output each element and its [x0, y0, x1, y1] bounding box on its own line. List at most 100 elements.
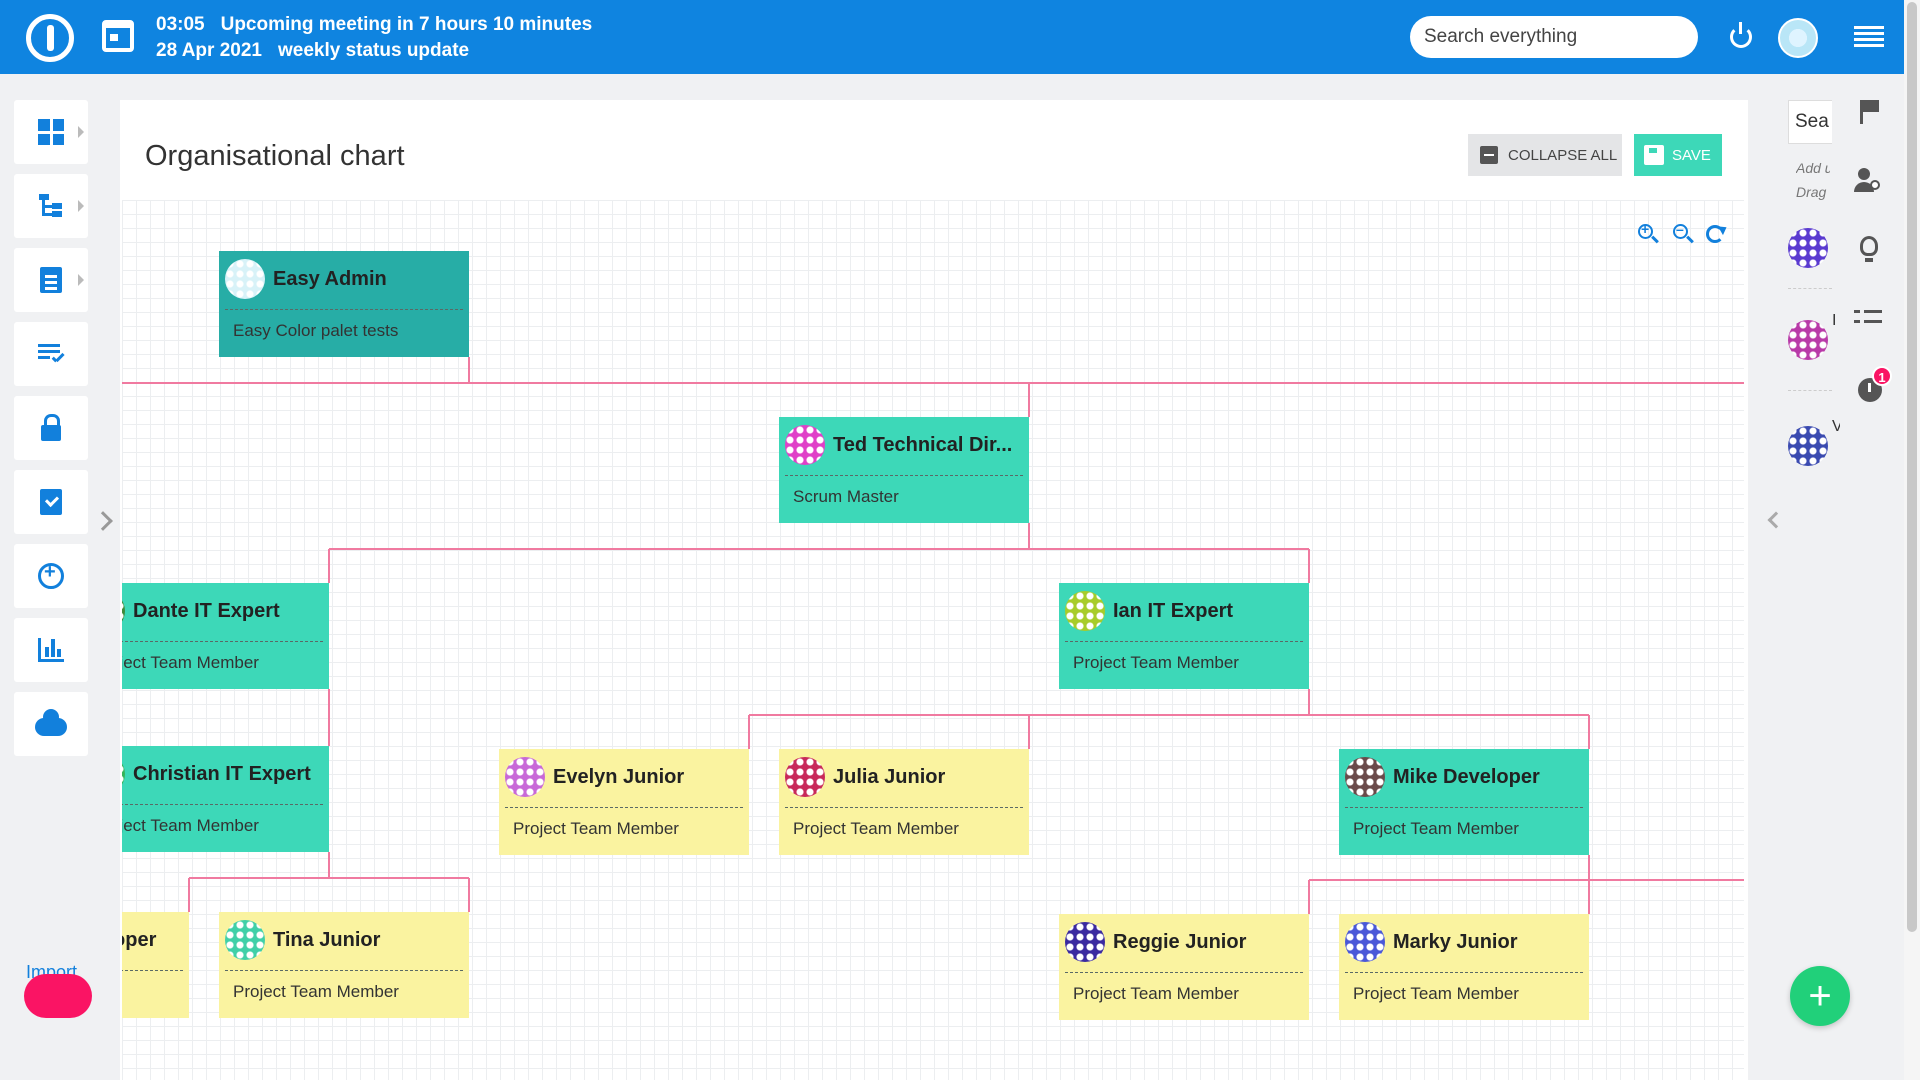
sidebar-item-reports[interactable] — [14, 618, 88, 682]
sidebar-item-reminders[interactable] — [14, 544, 88, 608]
collapse-all-label: COLLAPSE ALL — [1508, 146, 1618, 164]
add-fab-button[interactable]: + — [1790, 966, 1850, 1026]
user-name-snippet: V — [1832, 418, 1840, 435]
submenu-caret-icon — [78, 126, 84, 138]
org-node-ted[interactable]: Ted Technical Dir... Scrum Master — [779, 417, 1029, 523]
org-node-divider — [122, 804, 323, 805]
power-icon[interactable] — [1730, 22, 1752, 48]
current-date: 28 Apr 2021 — [156, 40, 262, 61]
page-title: Organisational chart — [145, 140, 405, 172]
refresh-icon[interactable] — [1706, 225, 1724, 243]
checklist-icon[interactable] — [1854, 306, 1884, 336]
user-search-field[interactable]: Sea — [1788, 100, 1832, 144]
cloud-icon — [35, 709, 67, 736]
org-node-name: Easy Admin — [273, 268, 387, 290]
calendar-icon[interactable] — [102, 20, 134, 52]
tree-structure-icon — [39, 194, 63, 218]
user-hint-line-1: Add u — [1796, 160, 1830, 176]
user-hint-line-2: Drag — [1796, 184, 1827, 200]
user-avatar[interactable] — [1788, 426, 1828, 466]
org-node-divider — [1065, 641, 1303, 642]
org-node-name: Christian IT Expert — [133, 763, 311, 785]
current-time: 03:05 — [156, 14, 205, 35]
save-button[interactable]: SAVE — [1634, 134, 1722, 176]
lightbulb-icon[interactable] — [1854, 236, 1884, 266]
submenu-caret-icon — [78, 200, 84, 212]
zoom-in-icon[interactable]: + — [1638, 221, 1660, 246]
divider — [1788, 288, 1832, 289]
sidebar-expand-chevron-icon[interactable] — [93, 511, 113, 531]
sidebar-item-dashboard[interactable] — [14, 100, 88, 164]
user-avatar[interactable] — [1788, 228, 1828, 268]
page-scrollbar-thumb[interactable] — [1907, 2, 1917, 932]
org-node-name: Mike Developer — [1393, 766, 1540, 788]
hamburger-menu-icon[interactable] — [1854, 26, 1884, 48]
pink-action-button[interactable] — [24, 974, 92, 1018]
sidebar-item-tasks[interactable] — [14, 322, 88, 386]
save-label: SAVE — [1672, 146, 1711, 164]
org-node-role: Project Team Member — [1353, 819, 1519, 838]
sidebar-item-cloud[interactable] — [14, 692, 88, 756]
lock-icon — [41, 414, 61, 441]
org-node-role: Project Team Member — [1073, 653, 1239, 672]
org-node-role: Project Team Member — [1073, 984, 1239, 1003]
user-search-icon[interactable] — [1854, 168, 1884, 198]
user-avatar[interactable] — [1788, 320, 1828, 360]
org-node-name: Ian IT Expert — [1113, 600, 1234, 622]
org-node-name: Evelyn Junior — [553, 766, 685, 788]
right-panel-collapse-chevron-icon[interactable] — [1767, 511, 1785, 529]
org-node-name: Danny Developer — [122, 929, 157, 951]
org-node-name: Dante IT Expert — [133, 600, 280, 622]
org-node-name: Tina Junior — [273, 929, 381, 951]
sidebar-item-checklists[interactable] — [14, 470, 88, 534]
org-node-divider — [225, 309, 463, 310]
bar-chart-icon — [38, 638, 64, 662]
user-name-snippet: I — [1832, 312, 1837, 329]
user-avatar — [1065, 922, 1105, 962]
flag-icon[interactable] — [1854, 98, 1884, 128]
sidebar-item-projects[interactable] — [14, 248, 88, 312]
user-avatar — [122, 754, 125, 794]
user-avatar — [1065, 591, 1105, 631]
sidebar-item-security[interactable] — [14, 396, 88, 460]
org-node-name: Julia Junior — [833, 766, 946, 788]
sidebar-item-structure[interactable] — [14, 174, 88, 238]
power-logo-icon[interactable] — [26, 14, 74, 62]
collapse-all-button[interactable]: COLLAPSE ALL — [1468, 134, 1622, 176]
timer-badge: 1 — [1872, 366, 1892, 386]
zoom-out-icon[interactable]: – — [1673, 221, 1695, 246]
alarm-add-icon — [38, 561, 64, 589]
org-node-divider — [1065, 972, 1303, 973]
user-avatar — [1345, 757, 1385, 797]
org-node-name: Marky Junior — [1393, 931, 1518, 953]
user-avatar — [122, 591, 125, 631]
submenu-caret-icon — [78, 274, 84, 286]
org-node-divider — [785, 475, 1023, 476]
user-avatar — [505, 757, 545, 797]
divider — [1788, 390, 1832, 391]
org-node-role: Scrum Master — [793, 487, 899, 506]
org-node-divider — [122, 970, 183, 971]
org-node-role: Project Team Member — [513, 819, 679, 838]
org-node-name: Reggie Junior — [1113, 931, 1247, 953]
task-check-icon — [40, 489, 62, 515]
org-node-name: Ted Technical Dir... — [833, 434, 1013, 456]
user-avatar — [785, 425, 825, 465]
search-input[interactable] — [1410, 16, 1698, 58]
user-avatar[interactable] — [1778, 18, 1818, 58]
